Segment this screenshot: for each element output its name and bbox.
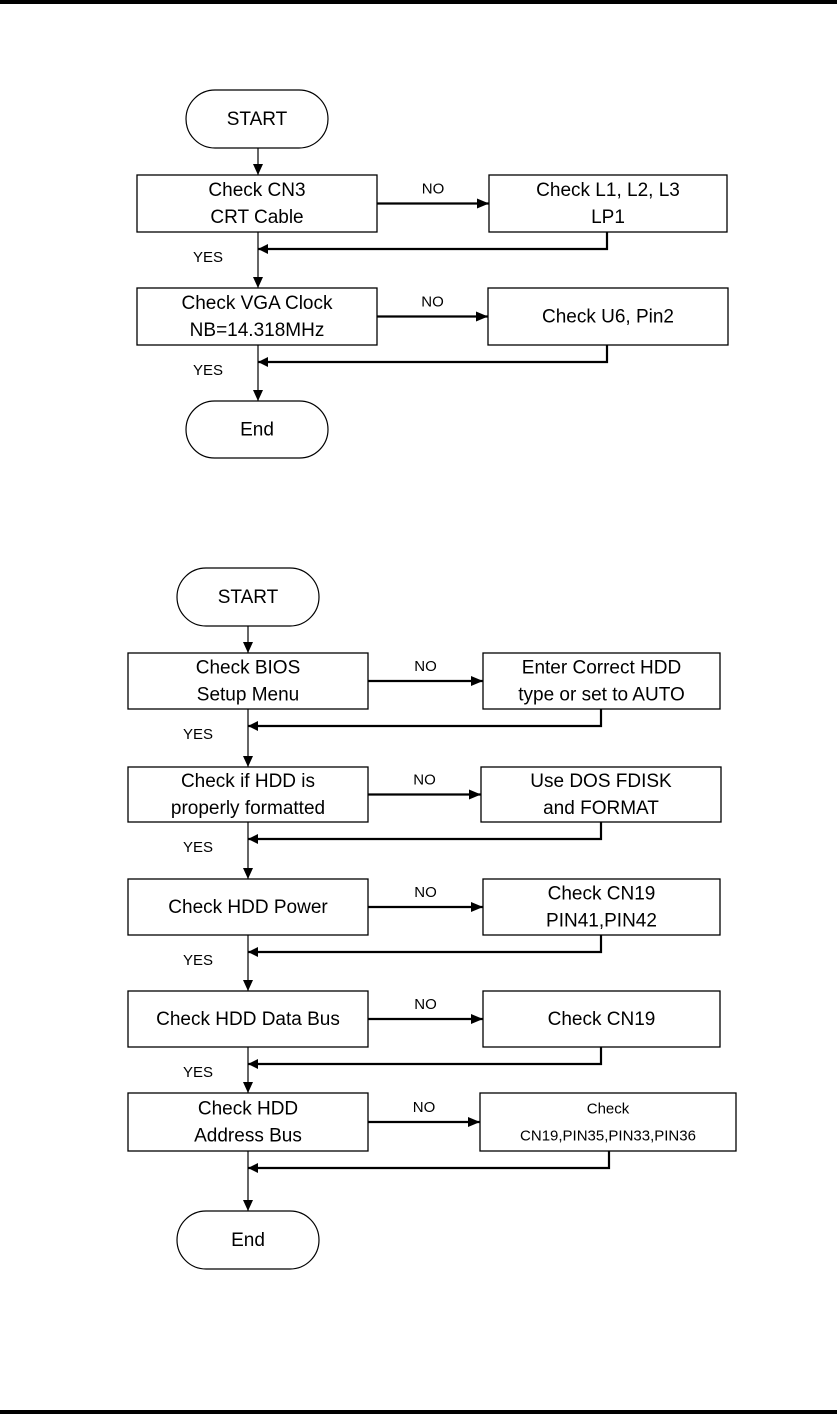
yes-label: YES bbox=[183, 726, 213, 743]
arrow-right-icon bbox=[468, 1117, 480, 1127]
start-terminal-shape bbox=[185, 89, 329, 149]
arrow-down-icon bbox=[243, 1200, 253, 1211]
arrow-right-icon bbox=[471, 902, 483, 912]
return-line bbox=[248, 822, 603, 841]
check-box-text-line: CRT Cable bbox=[210, 207, 303, 228]
check-box-text-line: Address Bus bbox=[194, 1126, 302, 1147]
start-terminal-label: START bbox=[218, 587, 279, 608]
return-line bbox=[248, 1047, 603, 1066]
action-box-shape bbox=[488, 174, 728, 233]
bottom-border bbox=[0, 1410, 837, 1414]
action-box-text-line: Check bbox=[587, 1100, 630, 1117]
yes-label: YES bbox=[183, 952, 213, 969]
no-label: NO bbox=[414, 884, 437, 901]
arrow-down-icon bbox=[243, 980, 253, 991]
arrow-right-icon bbox=[471, 676, 483, 686]
check-box-text-line: Check if HDD is bbox=[181, 771, 315, 792]
return-line bbox=[248, 1151, 611, 1170]
arrow-left-icon bbox=[248, 834, 258, 844]
check-box-shape bbox=[127, 766, 369, 823]
action-box-text-line: LP1 bbox=[591, 207, 625, 228]
check-box-shape bbox=[127, 878, 369, 936]
action-box-text-line: PIN41,PIN42 bbox=[546, 911, 657, 932]
arrow-left-icon bbox=[248, 721, 258, 731]
yes-label: YES bbox=[183, 839, 213, 856]
action-box-shape bbox=[480, 766, 722, 823]
arrow-left-icon bbox=[248, 947, 258, 957]
arrow-down-icon bbox=[243, 642, 253, 653]
action-box-shape bbox=[482, 878, 721, 936]
arrow-left-icon bbox=[248, 1163, 258, 1173]
arrow-right-icon bbox=[469, 789, 481, 800]
start-terminal-label: START bbox=[227, 109, 288, 130]
end-terminal-label: End bbox=[231, 1230, 265, 1251]
no-label: NO bbox=[414, 658, 437, 675]
check-box-text-line: Check BIOS bbox=[196, 658, 301, 679]
yes-label: YES bbox=[183, 1064, 213, 1081]
action-box-text-line: Enter Correct HDD bbox=[522, 658, 681, 679]
no-label: NO bbox=[414, 996, 437, 1013]
arrow-left-icon bbox=[258, 244, 268, 254]
arrow-down-icon bbox=[253, 164, 263, 175]
return-line bbox=[248, 935, 603, 954]
action-box-text-line: and FORMAT bbox=[543, 798, 659, 819]
arrow-down-icon bbox=[243, 756, 253, 767]
action-box-text-line: Check U6, Pin2 bbox=[542, 307, 674, 328]
arrow-down-icon bbox=[253, 277, 263, 288]
action-box-text-line: Check L1, L2, L3 bbox=[536, 180, 680, 201]
action-box-shape bbox=[487, 287, 729, 346]
end-terminal-shape bbox=[176, 1210, 320, 1270]
check-box-text-line: Check HDD bbox=[198, 1099, 298, 1120]
action-box-text-line: CN19,PIN35,PIN33,PIN36 bbox=[520, 1127, 696, 1144]
action-box-text-line: Check CN19 bbox=[548, 1009, 656, 1030]
action-box-text-line: type or set to AUTO bbox=[518, 685, 685, 706]
no-label: NO bbox=[413, 771, 436, 788]
check-box-text-line: Check HDD Power bbox=[168, 897, 328, 918]
check-box-shape bbox=[136, 174, 378, 233]
action-box-text-line: Use DOS FDISK bbox=[530, 771, 672, 792]
check-box-text-line: NB=14.318MHz bbox=[190, 320, 325, 341]
top-border bbox=[0, 0, 837, 4]
no-label: NO bbox=[421, 293, 444, 310]
check-box-text-line: Setup Menu bbox=[197, 685, 299, 706]
arrow-right-icon bbox=[476, 311, 488, 322]
yes-label: YES bbox=[193, 362, 223, 379]
arrow-left-icon bbox=[258, 357, 268, 367]
arrow-down-icon bbox=[243, 868, 253, 879]
action-box-text-line: Check CN19 bbox=[548, 884, 656, 905]
arrow-down-icon bbox=[253, 390, 263, 401]
no-label: NO bbox=[422, 180, 445, 197]
end-terminal-label: End bbox=[240, 420, 274, 441]
check-box-shape bbox=[136, 287, 378, 346]
return-line bbox=[258, 232, 609, 251]
arrow-down-icon bbox=[243, 1082, 253, 1093]
check-box-text-line: properly formatted bbox=[171, 798, 325, 819]
check-box-shape bbox=[127, 990, 369, 1048]
yes-label: YES bbox=[193, 249, 223, 266]
action-box-shape bbox=[482, 652, 721, 710]
return-line bbox=[258, 345, 609, 364]
return-line bbox=[248, 709, 603, 728]
arrow-left-icon bbox=[248, 1059, 258, 1069]
check-box-text-line: Check VGA Clock bbox=[182, 293, 333, 314]
no-label: NO bbox=[413, 1099, 436, 1116]
check-box-shape bbox=[127, 1092, 369, 1152]
check-box-text-line: Check HDD Data Bus bbox=[156, 1009, 340, 1030]
arrow-right-icon bbox=[471, 1014, 483, 1024]
check-box-text-line: Check CN3 bbox=[208, 180, 305, 201]
arrow-right-icon bbox=[477, 198, 489, 209]
end-terminal-shape bbox=[185, 400, 329, 459]
action-box-shape bbox=[479, 1092, 737, 1152]
